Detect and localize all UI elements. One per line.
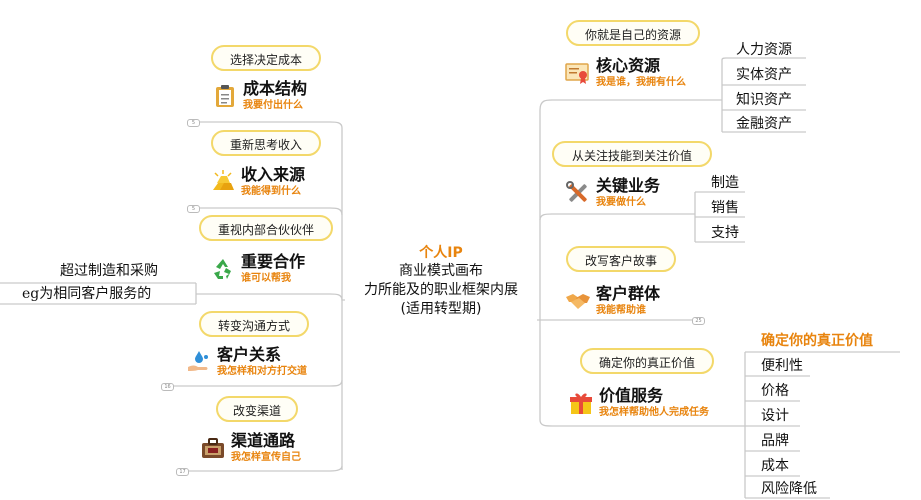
activity-leaf-3[interactable]: 支持: [711, 225, 739, 241]
collapse-badge[interactable]: 17: [176, 468, 189, 476]
node-title: 关键业务: [596, 176, 661, 195]
recycle-icon: [210, 256, 236, 282]
pill-value-proposition[interactable]: 确定你的真正价值: [580, 348, 714, 374]
pill-channels[interactable]: 改变渠道: [216, 396, 298, 422]
node-title: 价值服务: [599, 386, 664, 405]
partner-note-1[interactable]: 超过制造和采购: [60, 263, 158, 279]
left-branch-2: [188, 207, 343, 216]
node-cost-structure[interactable]: 成本结构 我要付出什么: [212, 80, 307, 112]
collapse-badge[interactable]: 5: [187, 119, 200, 127]
node-subtitle: 我能得到什么: [241, 186, 301, 197]
node-customer-relations[interactable]: 客户关系 我怎样和对方打交道: [186, 346, 307, 378]
pill-core-resources[interactable]: 你就是自己的资源: [566, 20, 700, 46]
tools-icon: [565, 180, 591, 206]
gold-bars-icon: [210, 169, 236, 195]
node-title: 客户群体: [596, 284, 661, 303]
value-leaf-6[interactable]: 风险降低: [761, 481, 817, 497]
clipboard-icon: [212, 83, 238, 109]
partner-note-2[interactable]: eg为相同客户服务的: [22, 286, 152, 302]
handshake-icon: [565, 288, 591, 314]
value-leaf-4[interactable]: 品牌: [761, 433, 789, 449]
right-trunk: [537, 110, 541, 321]
right-branch-4: [539, 419, 745, 427]
activity-leaf-2[interactable]: 销售: [711, 200, 739, 216]
node-subtitle: 我要付出什么: [243, 100, 303, 111]
pill-revenue[interactable]: 重新思考收入: [211, 130, 321, 156]
node-value-proposition[interactable]: 价值服务 我怎样帮助他人完成任务: [568, 387, 709, 419]
value-leaf-highlight[interactable]: 确定你的真正价值: [761, 333, 873, 349]
node-title: 渠道通路: [231, 431, 296, 450]
center-line-3: (适用转型期): [400, 301, 482, 317]
node-core-resources[interactable]: 核心资源 我是谁，我拥有什么: [565, 57, 686, 89]
collapse-badge[interactable]: 16: [161, 383, 174, 391]
node-customer-segments[interactable]: 客户群体 我能帮助谁: [565, 285, 660, 317]
pill-cost-structure[interactable]: 选择决定成本: [211, 45, 321, 71]
node-subtitle: 我怎样和对方打交道: [217, 366, 307, 377]
right-branch-2: [539, 213, 695, 221]
pill-customer-relations[interactable]: 转变沟通方式: [199, 311, 309, 337]
collapse-badge[interactable]: 25: [692, 317, 705, 325]
value-leaf-1[interactable]: 便利性: [761, 358, 803, 374]
pill-key-activities[interactable]: 从关注技能到关注价值: [552, 141, 712, 167]
node-revenue[interactable]: 收入来源 我能得到什么: [210, 166, 305, 198]
certificate-icon: [565, 60, 591, 86]
node-key-activities[interactable]: 关键业务 我要做什么: [565, 177, 660, 209]
node-partners[interactable]: 重要合作 谁可以帮我: [210, 253, 305, 285]
left-branch-5: [180, 465, 343, 472]
resource-leaf-2[interactable]: 实体资产: [736, 67, 792, 83]
gift-icon: [568, 390, 594, 416]
center-line-1: 商业模式画布: [399, 263, 483, 279]
node-subtitle: 我怎样帮助他人完成任务: [599, 407, 709, 418]
pill-customer-segments[interactable]: 改写客户故事: [566, 246, 676, 272]
value-leaf-2[interactable]: 价格: [761, 383, 789, 399]
node-subtitle: 谁可以帮我: [241, 273, 291, 284]
right-branch-1: [539, 99, 722, 111]
center-title: 个人IP: [419, 245, 463, 261]
node-title: 重要合作: [241, 252, 306, 271]
activity-leaf-1[interactable]: 制造: [711, 175, 739, 191]
briefcase-icon: [200, 435, 226, 461]
resource-leaf-4[interactable]: 金融资产: [736, 116, 792, 132]
value-leaf-5[interactable]: 成本: [761, 458, 789, 474]
resource-leaf-3[interactable]: 知识资产: [736, 92, 792, 108]
left-branch-1: [188, 121, 343, 129]
left-branch-4: [168, 379, 343, 387]
node-channels[interactable]: 渠道通路 我怎样宣传自己: [200, 432, 301, 464]
hand-water-drop-icon: [186, 349, 212, 375]
node-subtitle: 我怎样宣传自己: [231, 452, 301, 463]
collapse-badge[interactable]: 5: [187, 205, 200, 213]
pill-partners[interactable]: 重视内部合伙伙伴: [199, 215, 333, 241]
node-subtitle: 我能帮助谁: [596, 305, 646, 316]
node-subtitle: 我要做什么: [596, 197, 646, 208]
center-line-2: 力所能及的职业框架内展: [364, 282, 518, 298]
center-node[interactable]: 个人IP 商业模式画布 力所能及的职业框架内展 (适用转型期): [345, 244, 537, 319]
node-subtitle: 我是谁，我拥有什么: [596, 77, 686, 88]
node-title: 收入来源: [241, 165, 306, 184]
node-title: 核心资源: [596, 56, 661, 75]
resource-leaf-1[interactable]: 人力资源: [736, 42, 792, 58]
left-branch-3: [196, 293, 343, 301]
node-title: 客户关系: [217, 345, 282, 364]
node-title: 成本结构: [243, 79, 308, 98]
value-leaf-3[interactable]: 设计: [761, 408, 789, 424]
